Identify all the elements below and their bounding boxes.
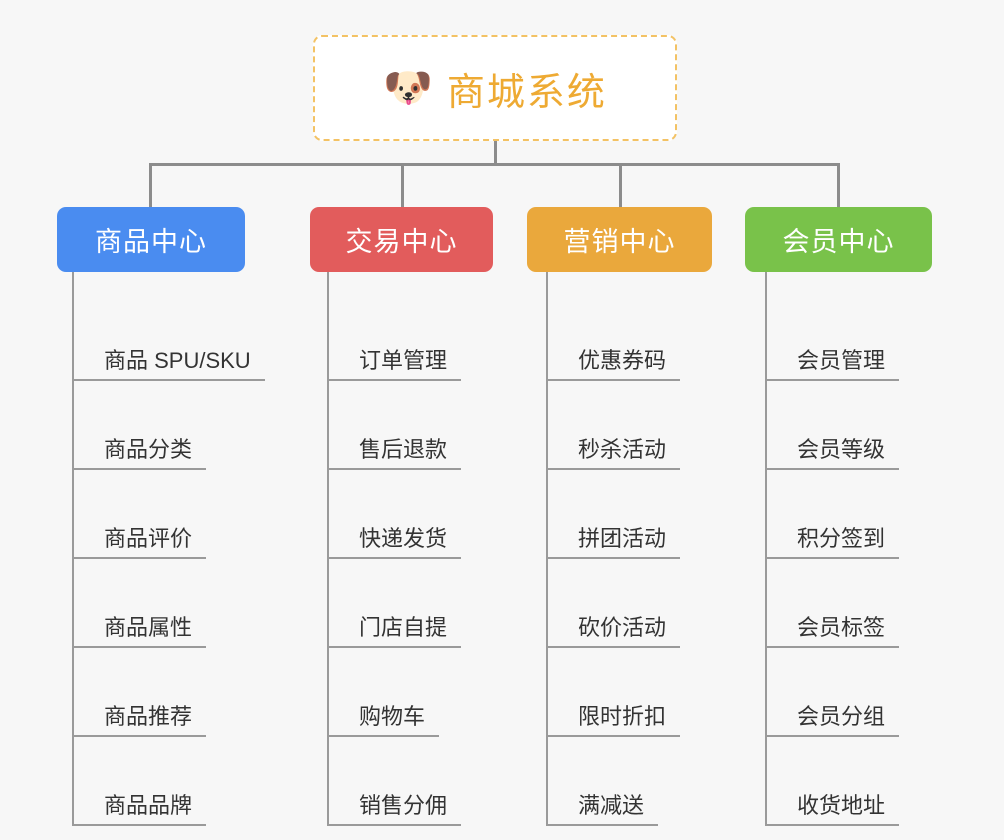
category-box-trade-center[interactable]: 交易中心 [310,207,493,272]
leaf-item-label: 商品分类 [72,436,207,470]
leaf-item-label: 商品品牌 [72,792,207,826]
leaf-item[interactable]: 商品属性 [72,559,207,648]
column-trunk-line-member-center [765,272,767,825]
horizontal-bus-line [149,163,840,166]
leaf-item[interactable]: 商品品牌 [72,737,207,826]
root-title: 商城系统 [446,71,607,114]
category-label: 营销中心 [563,227,676,257]
leaf-item[interactable]: 商品推荐 [72,648,207,737]
leaf-item[interactable]: 限时折扣 [546,648,681,737]
leaf-item-label: 快递发货 [327,525,462,559]
leaf-item[interactable]: 订单管理 [327,292,462,381]
leaf-item[interactable]: 会员分组 [765,648,900,737]
root-node[interactable]: 🐶 商城系统 [313,35,677,141]
leaf-item-label: 商品 SPU/SKU [72,347,265,381]
leaf-item-label: 砍价活动 [546,614,681,648]
leaf-item-label: 优惠券码 [546,347,681,381]
leaf-item-label: 满减送 [546,792,659,826]
column-trunk-line-product-center [72,272,74,825]
leaf-item[interactable]: 满减送 [546,737,659,826]
leaf-item[interactable]: 拼团活动 [546,470,681,559]
leaf-item[interactable]: 会员标签 [765,559,900,648]
category-label: 会员中心 [782,227,895,257]
leaf-item-label: 购物车 [327,703,440,737]
leaf-item[interactable]: 门店自提 [327,559,462,648]
category-box-marketing-center[interactable]: 营销中心 [527,207,712,272]
leaf-item-label: 订单管理 [327,347,462,381]
leaf-item-label: 会员标签 [765,614,900,648]
leaf-item-label: 会员管理 [765,347,900,381]
drop-line-marketing-center [619,163,622,207]
leaf-item[interactable]: 购物车 [327,648,440,737]
leaf-item[interactable]: 砍价活动 [546,559,681,648]
dog-face-icon: 🐶 [383,65,433,111]
leaf-item[interactable]: 商品分类 [72,381,207,470]
leaf-item-label: 商品评价 [72,525,207,559]
category-label: 交易中心 [345,227,458,257]
leaf-item-label: 积分签到 [765,525,900,559]
leaf-item[interactable]: 会员等级 [765,381,900,470]
leaf-item-label: 拼团活动 [546,525,681,559]
leaf-item[interactable]: 商品 SPU/SKU [72,292,265,381]
column-trunk-line-marketing-center [546,272,548,825]
leaf-item[interactable]: 收货地址 [765,737,900,826]
leaf-item[interactable]: 秒杀活动 [546,381,681,470]
leaf-item[interactable]: 快递发货 [327,470,462,559]
leaf-item-label: 销售分佣 [327,792,462,826]
leaf-item-label: 商品属性 [72,614,207,648]
leaf-item[interactable]: 会员管理 [765,292,900,381]
leaf-item[interactable]: 优惠券码 [546,292,681,381]
root-stem-line [494,141,497,166]
leaf-item[interactable]: 商品评价 [72,470,207,559]
drop-line-product-center [149,163,152,207]
leaf-item-label: 限时折扣 [546,703,681,737]
category-box-member-center[interactable]: 会员中心 [745,207,932,272]
leaf-item-label: 收货地址 [765,792,900,826]
category-label: 商品中心 [95,227,207,257]
leaf-item-label: 售后退款 [327,436,462,470]
leaf-item-label: 会员等级 [765,436,900,470]
column-trunk-line-trade-center [327,272,329,825]
leaf-item-label: 商品推荐 [72,703,207,737]
leaf-item-label: 门店自提 [327,614,462,648]
category-box-product-center[interactable]: 商品中心 [57,207,245,272]
leaf-item[interactable]: 售后退款 [327,381,462,470]
leaf-item-label: 秒杀活动 [546,436,681,470]
leaf-item[interactable]: 积分签到 [765,470,900,559]
drop-line-member-center [837,163,840,207]
leaf-item-label: 会员分组 [765,703,900,737]
drop-line-trade-center [401,163,404,207]
leaf-item[interactable]: 销售分佣 [327,737,462,826]
